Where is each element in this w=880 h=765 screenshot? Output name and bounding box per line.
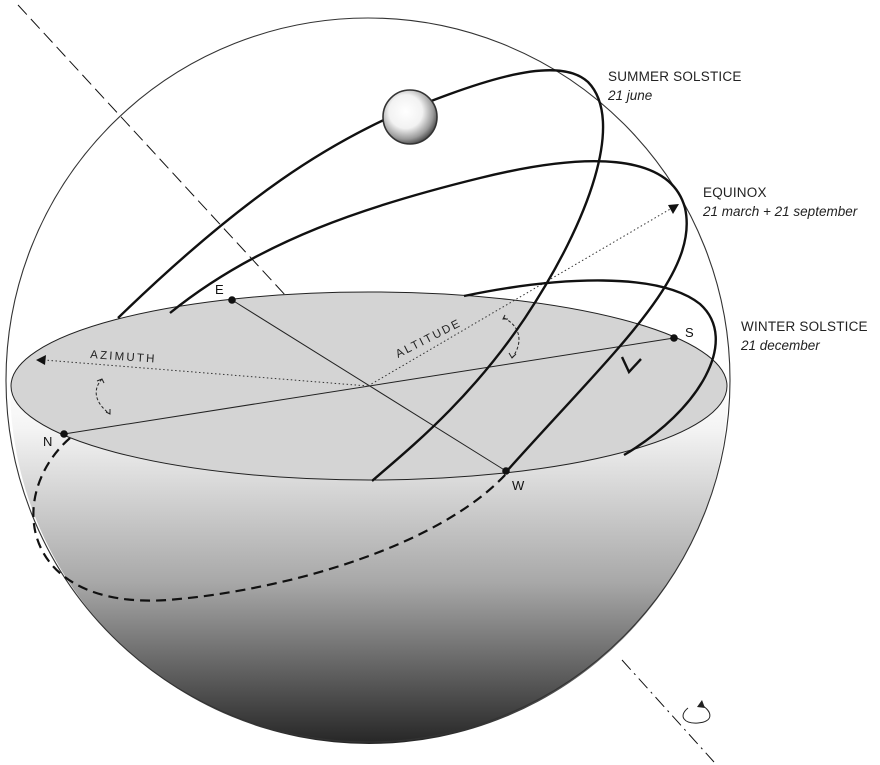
winter-solstice-path — [463, 279, 717, 457]
winter-solstice-date: 21 december — [740, 338, 820, 353]
azimuth-label: AZIMUTH — [90, 349, 157, 366]
lower-hemisphere — [10, 385, 728, 744]
summer-solstice-path — [117, 69, 605, 482]
west-point — [502, 467, 510, 475]
south-point — [670, 334, 678, 342]
celestial-sphere — [5, 17, 731, 743]
earth-axis-lower — [621, 659, 715, 763]
north-point — [60, 430, 68, 438]
east-label: E — [215, 282, 224, 297]
azimuth-arrowhead-top — [96, 378, 105, 384]
altitude-arrowhead-bottom — [508, 352, 517, 359]
equinox-path — [169, 160, 688, 473]
west-label: W — [512, 478, 525, 493]
earth-rotation-arrowhead — [697, 700, 705, 708]
altitude-arrowhead-top — [502, 314, 508, 320]
summer-solstice-title: SUMMER SOLSTICE — [608, 69, 742, 84]
south-label: S — [685, 325, 694, 340]
summer-solstice-date: 21 june — [607, 88, 652, 103]
azimuth-arrowhead-bottom — [105, 409, 111, 415]
sun-icon — [382, 89, 438, 145]
summer-path-below-horizon — [32, 437, 507, 602]
north-label: N — [43, 434, 52, 449]
azimuth-angle-arrow — [95, 378, 111, 415]
winter-path-direction-arrow — [620, 356, 642, 375]
altitude-ray-arrow — [668, 204, 679, 214]
east-point — [228, 296, 236, 304]
equinox-date: 21 march + 21 september — [702, 204, 858, 219]
azimuth-ray-arrow — [36, 355, 46, 365]
altitude-ray — [367, 207, 673, 387]
earth-rotation-icon — [682, 703, 711, 724]
winter-solstice-title: WINTER SOLSTICE — [741, 319, 868, 334]
equinox-title: EQUINOX — [703, 185, 767, 200]
